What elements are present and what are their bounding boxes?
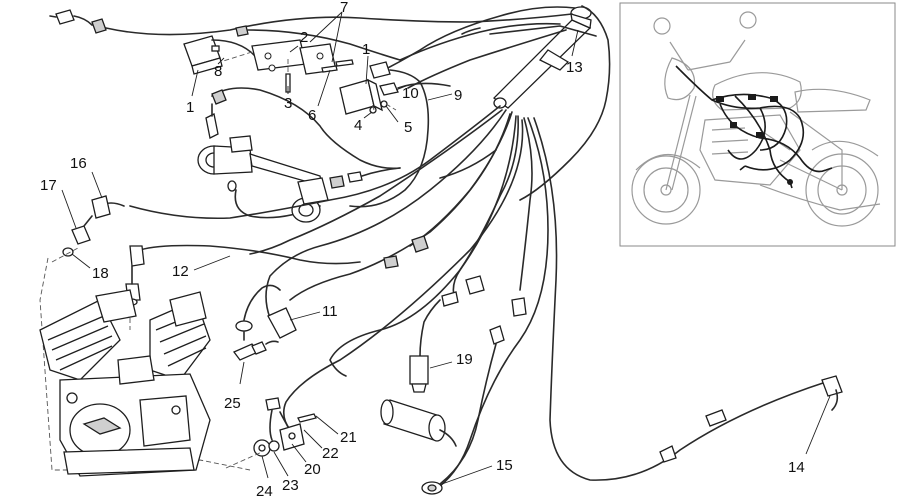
callout-23: 23	[282, 477, 299, 494]
callout-10: 10	[402, 85, 419, 102]
sensor-16	[91, 195, 111, 219]
callout-22: 22	[322, 445, 339, 462]
callout-1-right: 1	[362, 41, 370, 58]
callout-1-left: 1	[186, 99, 194, 116]
harness-branches	[129, 105, 843, 495]
left-sensor-group	[51, 195, 141, 306]
sensor-17	[71, 225, 91, 245]
callout-19: 19	[456, 351, 473, 368]
callout-2: 2	[300, 29, 308, 46]
callout-16: 16	[70, 155, 87, 172]
engine-illustration	[39, 257, 251, 477]
motorcycle-harness-highlight	[675, 65, 833, 189]
mounting-plate-2	[251, 39, 307, 71]
callout-20: 20	[304, 461, 321, 478]
callout-17: 17	[40, 177, 57, 194]
callout-9: 9	[454, 87, 462, 104]
lower-center-parts	[225, 340, 317, 469]
callout-18: 18	[92, 265, 109, 282]
callout-8: 8	[214, 63, 222, 80]
inset-motorcycle-view	[619, 2, 896, 247]
callout-14: 14	[788, 459, 805, 476]
callout-11: 11	[322, 303, 338, 320]
callout-12: 12	[172, 263, 189, 280]
callout-21: 21	[340, 429, 357, 446]
callout-25: 25	[224, 395, 241, 412]
callout-labels: 1 1 2 3 4 5 6 7 8 9 10 11 12 13 14 15 16…	[40, 0, 805, 500]
throttle-body-assembly	[197, 87, 401, 223]
spark-plug-cap	[267, 307, 297, 339]
control-module-group	[183, 25, 451, 208]
callout-7: 7	[340, 0, 348, 16]
main-harness-trunk	[379, 5, 611, 201]
canister-component	[380, 399, 457, 447]
callout-3: 3	[284, 95, 292, 112]
callout-leader-lines	[61, 11, 831, 485]
callout-15: 15	[496, 457, 513, 474]
callout-5: 5	[404, 119, 412, 136]
top-left-connector-cable	[49, 9, 573, 36]
sensor-19	[409, 355, 429, 385]
callout-4: 4	[354, 117, 362, 134]
callout-13: 13	[566, 59, 583, 76]
callout-24: 24	[256, 483, 273, 500]
callout-6: 6	[308, 107, 316, 124]
